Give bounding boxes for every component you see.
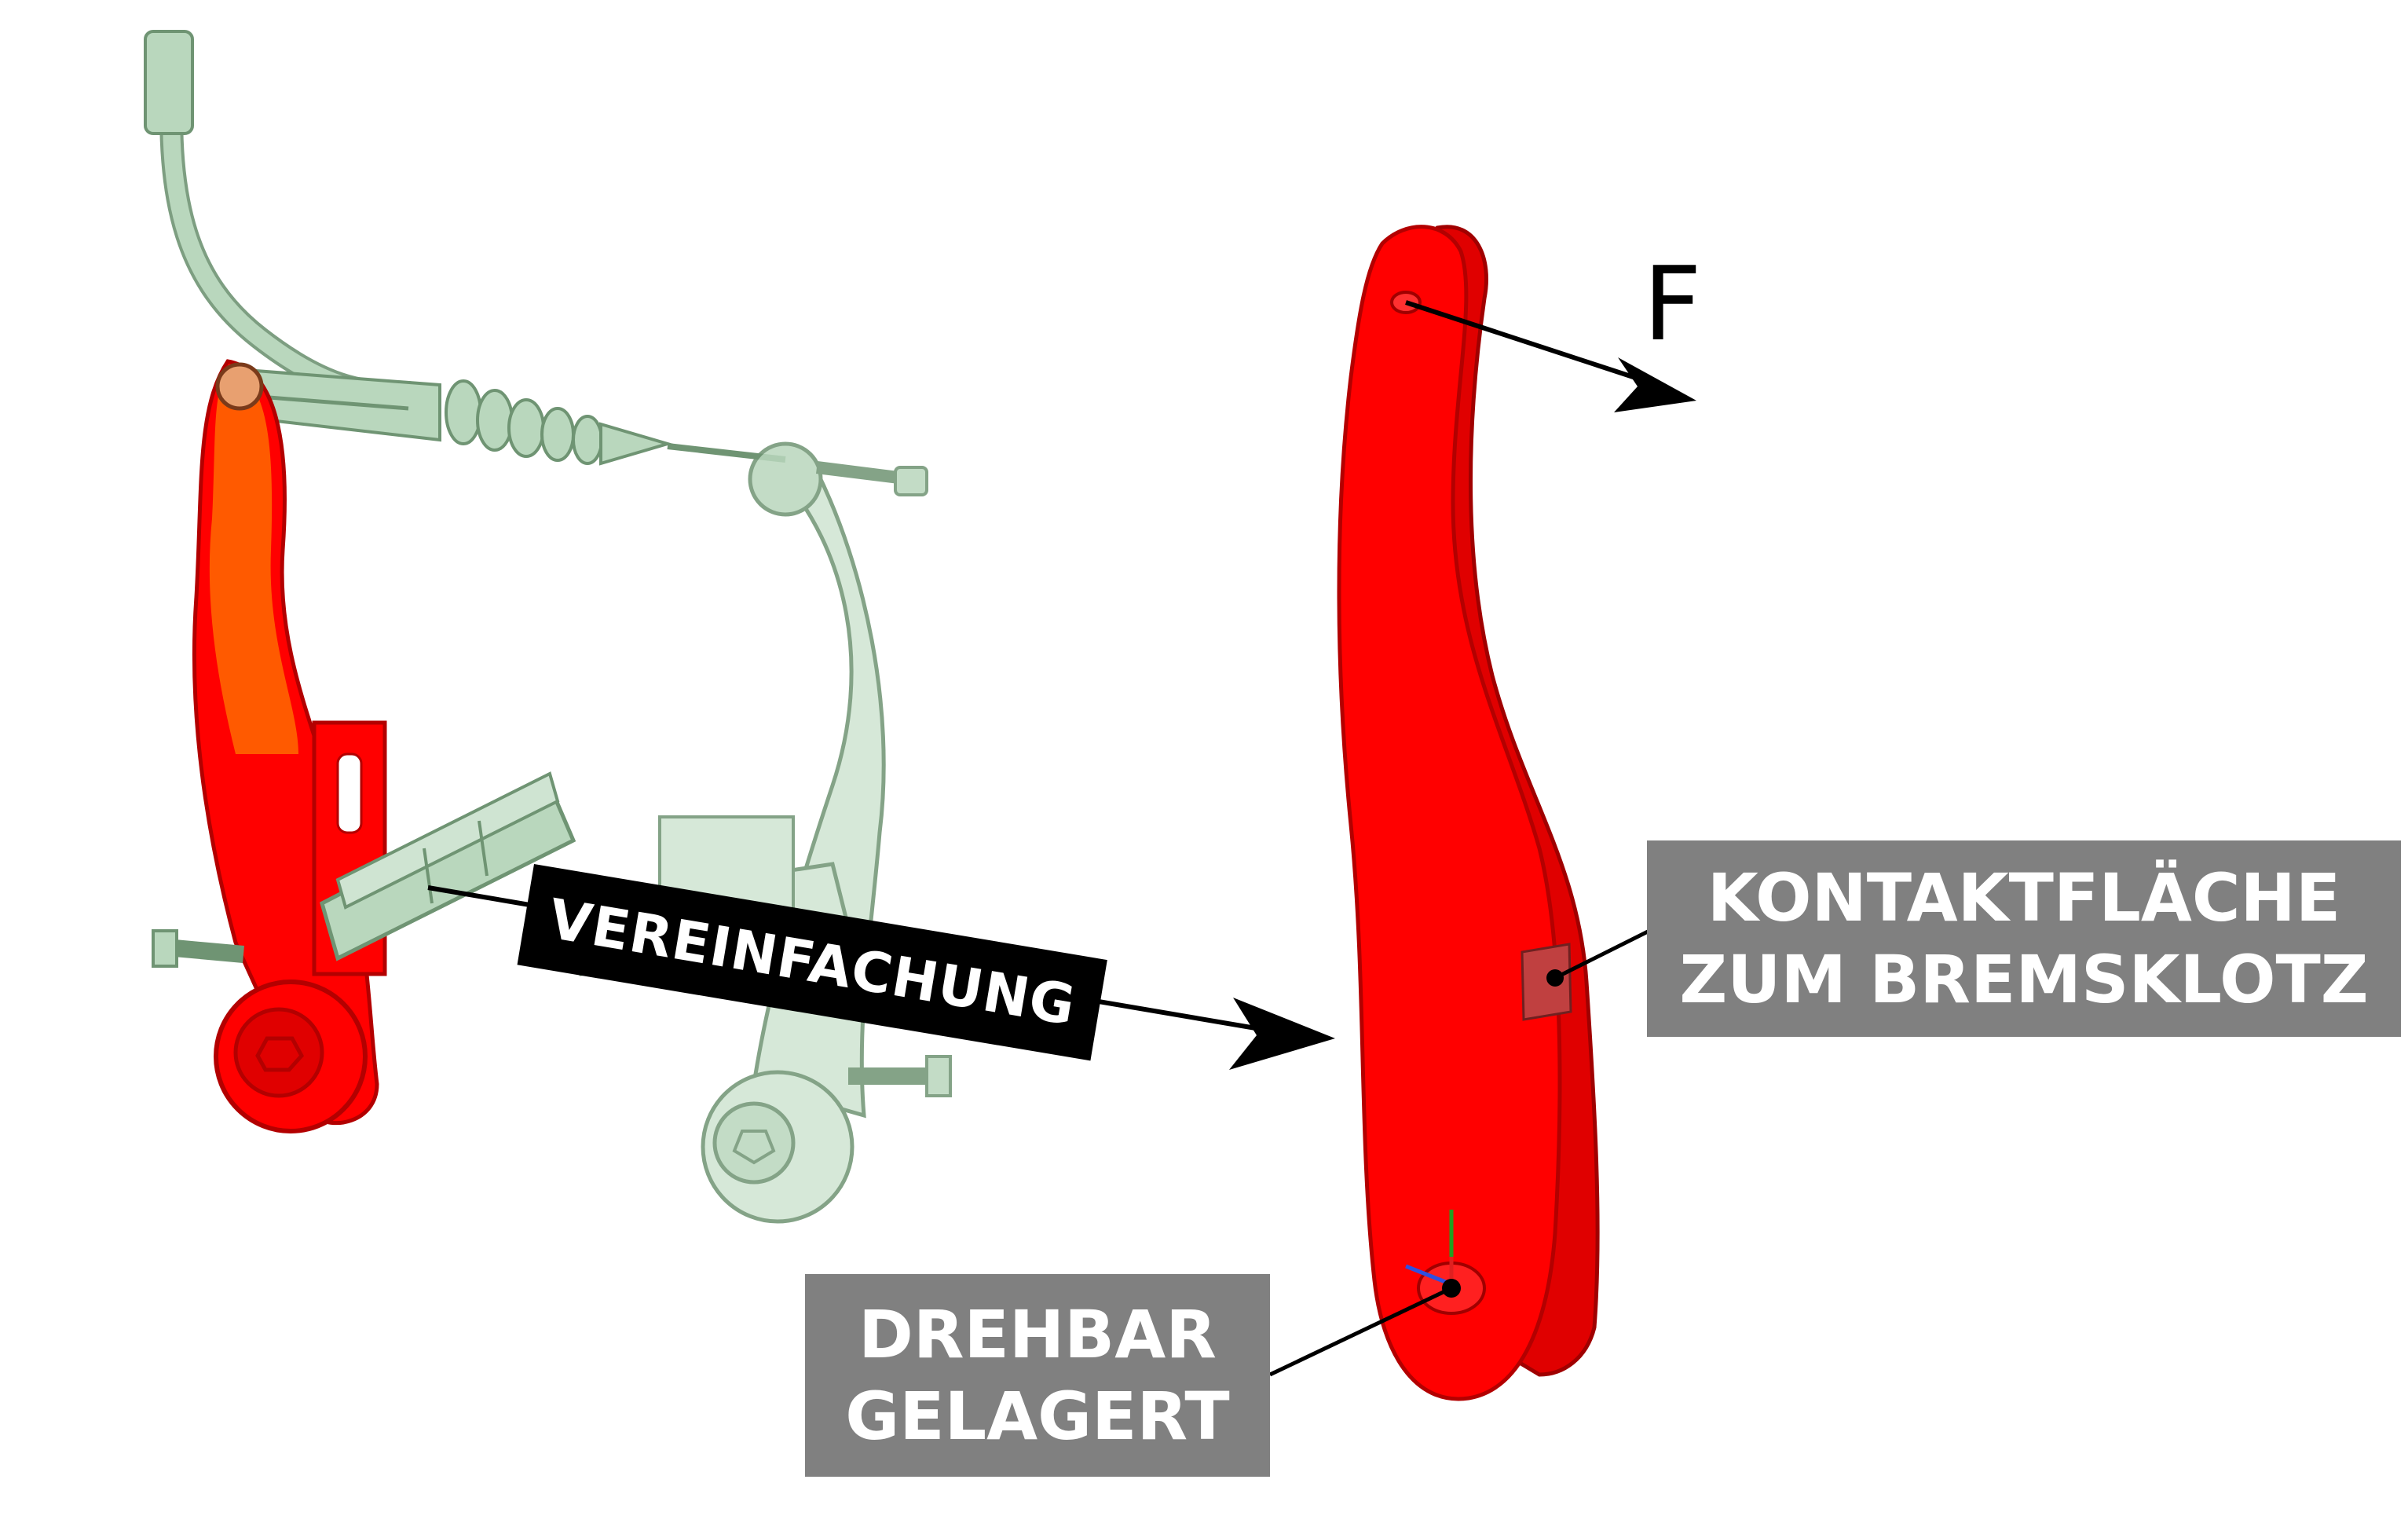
v-brake-assembly (144, 30, 952, 1224)
right-spring-screw (848, 1055, 952, 1097)
pivot-label: DREHBAR GELAGERT (805, 1274, 1270, 1477)
left-spring-screw (152, 929, 244, 968)
cable-end-cap (144, 30, 194, 135)
left-brake-arm (152, 359, 576, 1133)
pivot-line-2: GELAGERT (845, 1378, 1230, 1455)
left-brake-pad (320, 771, 576, 961)
simplified-lever (1337, 225, 1600, 1401)
pivot-line-1: DREHBAR (858, 1296, 1217, 1373)
cable-guide (234, 367, 441, 442)
force-arrow (1405, 300, 1696, 412)
arrow-head-force (1614, 357, 1696, 412)
arrow-head-simplification (1229, 998, 1335, 1070)
cable-pivot-ring (215, 362, 264, 411)
lever-front-face (1337, 225, 1562, 1401)
contact-surface-line-1: KONTAKTFLÄCHE (1707, 859, 2341, 936)
contact-leader (1546, 928, 1651, 987)
pivot-leader (1268, 1279, 1461, 1377)
force-label: F (1643, 244, 1702, 364)
cable-clamp-bolt (748, 441, 823, 517)
right-brake-arm (571, 441, 952, 1224)
cable-noodle (144, 30, 420, 405)
cable-hanger-overlay (209, 369, 298, 754)
contact-surface-line-2: ZUM BREMSKLOTZ (1679, 941, 2369, 1018)
contact-surface-patch (1521, 943, 1572, 1021)
contact-surface-label: KONTAKTFLÄCHE ZUM BREMSKLOTZ (1647, 840, 2401, 1037)
cable-boot (445, 379, 786, 466)
